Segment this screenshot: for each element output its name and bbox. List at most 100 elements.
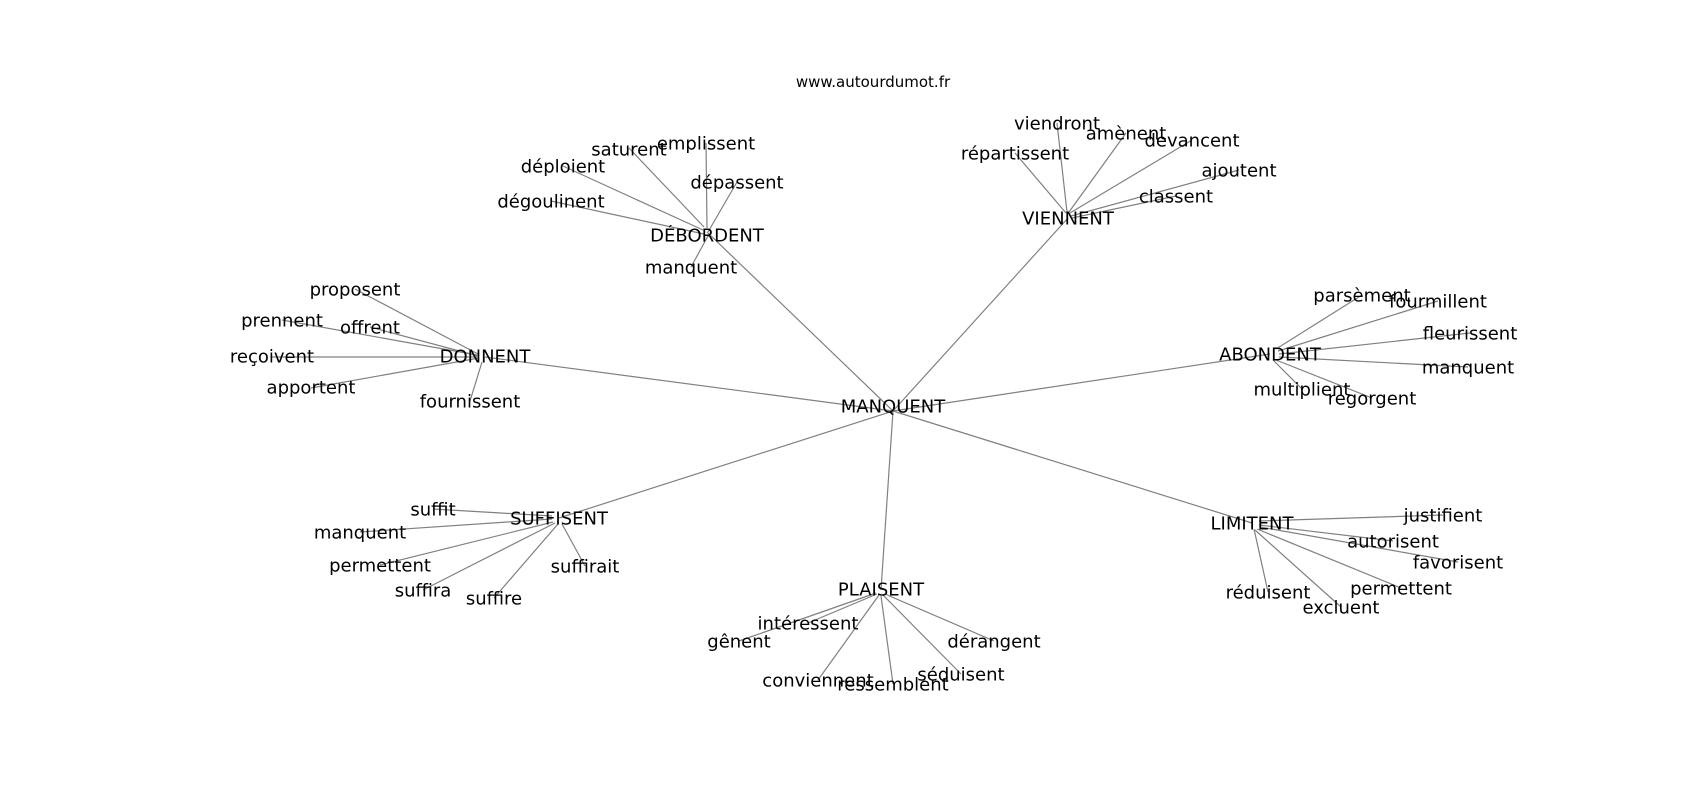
edge-limitent-permettent [1256, 528, 1402, 589]
leaf-node-donnent-offrent: offrent [340, 318, 400, 339]
edge-limitent-favorisent [1259, 526, 1459, 563]
edge-donnent-proposent [354, 288, 479, 355]
edge-debordent-saturent [628, 147, 705, 228]
leaf-node-limitent-favorisent: favorisent [1413, 553, 1503, 574]
edge-debordent-degoulinent [550, 200, 705, 235]
leaf-node-plaisent-interessent: intéressent [758, 614, 859, 635]
edge-suffisent-manquent [359, 518, 553, 533]
edge-plaisent-ressemblent [880, 595, 894, 685]
center-node-label: MANQUENT [841, 397, 946, 418]
leaf-node-viennent-repartissent: répartissent [961, 144, 1069, 165]
hub-node-limitent: LIMITENT [1210, 514, 1294, 535]
edge-abondent-parsement [1275, 294, 1363, 350]
leaf-node-plaisent-conviennent: conviennent [762, 671, 873, 692]
edge-plaisent-interessent [807, 593, 878, 624]
edge-debordent-emplissent [705, 142, 708, 229]
edge-viennent-amenent [1068, 132, 1127, 213]
leaf-node-suffisent-permettent: permettent [329, 556, 431, 577]
leaf-node-viennent-devancent: devancent [1144, 131, 1239, 152]
leaf-node-abondent-fourmillent: fourmillent [1389, 292, 1487, 313]
leaf-node-limitent-autorisent: autorisent [1347, 532, 1439, 553]
edge-donnent-fournissent [469, 361, 483, 402]
leaf-node-suffisent-suffire: suffire [466, 589, 522, 610]
leaf-node-suffisent-suffira: suffira [395, 581, 452, 602]
leaf-node-limitent-justifient: justifient [1403, 506, 1483, 527]
edge-donnent-apportent [310, 357, 480, 389]
leaf-node-plaisent-genent: gênent [707, 632, 770, 653]
leaf-node-viennent-amenent: amènent [1086, 124, 1167, 145]
hub-node-viennent: VIENNENT [1022, 209, 1115, 230]
edge-viennent-viendront [1056, 122, 1068, 213]
edge-debordent-depassent [707, 181, 738, 233]
leaf-node-viennent-viendront: viendront [1014, 114, 1100, 135]
leaf-node-suffisent-suffirait: suffirait [551, 557, 620, 578]
edge-abondent-fleurissent [1278, 332, 1471, 355]
leaf-node-debordent-manquent: manquent [645, 258, 737, 279]
edge-limitent-autorisent [1258, 524, 1394, 542]
edge-abondent-fourmillent [1277, 300, 1439, 352]
edge-center-debordent [706, 231, 894, 412]
edge-limitent-justifient [1258, 514, 1444, 522]
leaf-node-donnent-apportent: apportent [267, 378, 356, 399]
leaf-node-limitent-permettent: permettent [1350, 579, 1452, 600]
hub-node-abondent: ABONDENT [1219, 345, 1322, 366]
leaf-node-limitent-reduisent: réduisent [1226, 583, 1311, 604]
leaf-node-plaisent-seduisent: séduisent [917, 665, 1004, 686]
leaf-node-suffisent-manquent: manquent [314, 523, 406, 544]
leaf-node-limitent-excluent: excluent [1303, 598, 1380, 619]
leaf-node-donnent-prennent: prennent [241, 311, 323, 332]
hub-node-suffisent: SUFFISENT [510, 509, 609, 530]
leaf-node-debordent-degoulinent: dégoulinent [497, 192, 604, 213]
leaf-node-debordent-saturent: saturent [591, 140, 666, 161]
edge-viennent-classent [1071, 195, 1177, 219]
edge-suffisent-suffira [422, 522, 556, 591]
edge-abondent-regorgent [1275, 359, 1373, 399]
edge-limitent-excluent [1254, 529, 1342, 608]
graph-edges [272, 122, 1471, 685]
edge-debordent-manquent [690, 235, 709, 268]
leaf-node-donnent-fournissent: fournissent [420, 392, 521, 413]
leaf-node-donnent-recoivent: reçoivent [230, 347, 314, 368]
edge-limitent-reduisent [1253, 528, 1269, 593]
edge-debordent-deploient [562, 165, 704, 231]
edge-plaisent-conviennent [817, 594, 880, 681]
leaf-node-debordent-emplissent: emplissent [657, 134, 755, 155]
leaf-node-debordent-deploient: déploient [521, 157, 605, 178]
edge-abondent-multiplient [1272, 359, 1303, 390]
leaf-node-abondent-regorgent: regorgent [1328, 389, 1417, 410]
edge-center-plaisent [880, 410, 894, 591]
edge-center-donnent [484, 356, 894, 412]
leaf-node-abondent-parsement: parsèment [1313, 286, 1410, 307]
edge-suffisent-suffirait [561, 523, 586, 567]
edge-suffisent-permettent [379, 521, 554, 566]
leaf-node-viennent-classent: classent [1139, 187, 1213, 208]
leaf-node-abondent-manquent: manquent [1422, 358, 1514, 379]
leaf-node-viennent-ajoutent: ajoutent [1201, 161, 1276, 182]
hub-node-plaisent: PLAISENT [838, 580, 925, 601]
edge-donnent-offrent [369, 326, 479, 357]
leaf-node-plaisent-ressemblent: ressemblent [837, 675, 948, 696]
site-url: www.autourdumot.fr [796, 73, 951, 91]
edge-suffisent-suffire [493, 523, 559, 599]
leaf-node-suffisent-suffit: suffit [410, 500, 455, 521]
hub-node-donnent: DONNENT [440, 347, 532, 368]
edge-suffisent-suffit [432, 508, 553, 517]
leaf-node-plaisent-derangent: dérangent [947, 632, 1040, 653]
edge-center-limitent [892, 410, 1253, 524]
edge-center-viennent [892, 217, 1069, 412]
edge-plaisent-seduisent [882, 594, 962, 675]
edge-viennent-devancent [1069, 139, 1193, 214]
edge-abondent-manquent [1278, 356, 1469, 368]
edge-center-suffisent [558, 410, 894, 519]
edge-viennent-repartissent [1014, 152, 1067, 214]
leaf-node-abondent-fleurissent: fleurissent [1423, 324, 1518, 345]
leaf-node-donnent-proposent: proposent [310, 280, 401, 301]
edge-center-abondent [892, 353, 1271, 412]
edge-plaisent-genent [738, 592, 877, 642]
leaf-node-abondent-multiplient: multiplient [1254, 380, 1351, 401]
edge-donnent-prennent [281, 319, 478, 356]
edge-viennent-ajoutent [1070, 169, 1240, 217]
hub-node-debordent: DÉBORDENT [650, 225, 765, 247]
